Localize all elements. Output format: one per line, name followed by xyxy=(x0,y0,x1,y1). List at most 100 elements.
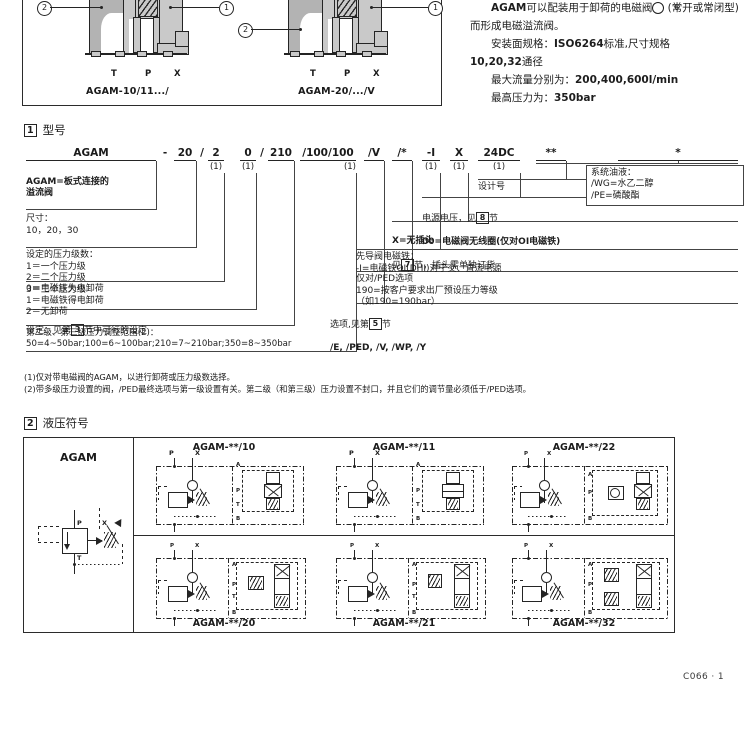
leader-seal-h xyxy=(356,303,738,305)
solenoid-valve-symbol xyxy=(266,472,280,484)
desc-ped: 仅对/PED选项 190=按客户要求出厂预设压力等级 （如190=190bar） xyxy=(356,274,498,308)
port-label-X: X xyxy=(174,69,181,79)
figure-caption-right: AGAM-20/.../V xyxy=(298,86,375,97)
leader-options-h xyxy=(356,271,738,273)
leader-agam-h xyxy=(26,209,157,211)
desc-voltage-a: 电源电压，见 xyxy=(422,213,477,224)
port-label-X: X xyxy=(373,69,380,79)
desc-agam-text: AGAM=板式连接的 溢流阀 xyxy=(26,176,109,199)
label-X: X xyxy=(546,451,552,457)
leader-fluid-h xyxy=(536,163,738,165)
label-B: B xyxy=(232,610,237,616)
label-B: B xyxy=(236,516,241,522)
footnote-1: (1)仅对带电磁阀的AGAM，以进行卸荷或压力级数选择。 xyxy=(24,372,235,382)
section-2-title: 液压符号 xyxy=(42,416,89,430)
model-token-seal: /V xyxy=(364,147,384,161)
model-token-pressure-stages: /100/100 xyxy=(300,147,356,161)
agam-base-symbol-panel: AGAM P T X xyxy=(24,438,134,632)
symbol-grid: AGAM-**/10 P X xyxy=(134,438,674,632)
leader-agam xyxy=(156,161,158,209)
label-T2: T xyxy=(236,502,240,508)
symbol-caption-agam-22: AGAM-**/22 xyxy=(552,442,616,453)
section-ref-3: 3 xyxy=(71,323,85,336)
schematic-agam-11: P X A P T xyxy=(335,450,486,532)
port-label-T: T xyxy=(111,69,117,79)
symbol-caption-agam-21: AGAM-**/21 xyxy=(372,618,436,629)
symbol-cell-agam-20: AGAM-**/20 P X xyxy=(134,536,314,633)
label-P2: P xyxy=(587,490,593,496)
section-1-footnotes: (1)仅对带电磁阀的AGAM，以进行卸荷或压力级数选择。 (2)带多级压力设置的… xyxy=(24,372,739,395)
desc-stages: 设定的压力级数： 1＝一个压力级 2＝二个压力级 3＝三个压力级 xyxy=(26,250,99,295)
model-token-dash: - xyxy=(162,147,168,159)
schematic-agam-22: P X A P B xyxy=(511,451,672,532)
leader-stages-h xyxy=(26,281,225,283)
relief-valve-body xyxy=(62,528,88,554)
label-X: X xyxy=(374,543,380,549)
intro-p3-a: 最大流量分别为： xyxy=(491,74,575,86)
valve-figure-right: 2 1 T P X AGAM-20/.../V xyxy=(232,0,443,105)
leader-options xyxy=(412,161,414,271)
section-ref-5: 5 xyxy=(368,317,382,330)
section-ref-8: 8 xyxy=(476,211,490,224)
intro-p2-d: 10,20,32 xyxy=(470,56,522,68)
leader-size-h xyxy=(26,247,197,249)
symbol-cell-agam-32: AGAM-**/32 P X xyxy=(494,536,674,633)
symbol-cell-agam-21: AGAM-**/21 P X xyxy=(314,536,494,633)
leader-unload xyxy=(256,173,258,309)
label-B: B xyxy=(587,610,593,616)
label-A: A xyxy=(587,562,593,568)
label-X: X xyxy=(195,543,200,549)
label-A: A xyxy=(415,462,421,468)
label-P2: P xyxy=(236,488,241,494)
desc-plug-a: X=无插头 xyxy=(392,235,434,246)
model-note-pressure-stages: (1) xyxy=(343,162,356,172)
model-token-stages: 2 xyxy=(208,147,224,161)
section-ref-7: 7 xyxy=(401,258,415,271)
intro-p4-a: 最高压力为： xyxy=(491,92,554,104)
label-A: A xyxy=(236,462,241,468)
leader-voltage-h xyxy=(422,197,738,199)
label-P: P xyxy=(349,543,355,549)
intro-p3-b: 200,400,600l/min xyxy=(575,74,679,86)
valve-cross-section-right xyxy=(270,0,400,73)
schematic-agam-21: P X A P T xyxy=(335,543,488,626)
label-P2: P xyxy=(411,582,417,588)
desc-design-number: 设计号 xyxy=(478,182,506,192)
label-T-base: T xyxy=(77,554,82,562)
intro-text-block: 对于这件选项的/E,/Q板欲值多见第 10 节。 AGAM可以配装用于卸荷的电磁… xyxy=(470,0,740,107)
model-token-size: 20 xyxy=(174,147,196,161)
section-2-number: 2 xyxy=(24,416,37,430)
label-B: B xyxy=(415,516,421,522)
leader-pilot-h xyxy=(356,249,738,251)
agam-base-schematic: P T X xyxy=(36,508,125,578)
label-X: X xyxy=(548,543,554,549)
desc-setting-b: 节中可行的设定 xyxy=(84,325,148,336)
desc-unload: 0＝电磁铁失电卸荷 1＝电磁铁得电卸荷 2＝无卸荷 xyxy=(26,284,104,318)
label-X-base: X xyxy=(102,519,108,527)
desc-voltage-c: 00=电磁阀无线圈(仅对OI电磁铁) xyxy=(422,236,561,247)
page-footer: C066 · 1 xyxy=(683,672,724,682)
directional-valve-symbol xyxy=(274,564,290,608)
top-figure-box: 2 1 T P X AGAM-10/11.../ xyxy=(22,0,443,106)
model-note-pilot-solenoid: (1) xyxy=(424,162,438,172)
desc-voltage-b: 节 xyxy=(489,213,499,224)
label-B: B xyxy=(411,610,417,616)
model-token-options: /* xyxy=(392,147,412,161)
label-P2: P xyxy=(587,582,593,588)
intro-paragraph-3: 最大流量分别为：200,400,600l/min xyxy=(470,71,740,89)
leader-pilot xyxy=(440,173,442,249)
leader-fluid xyxy=(678,161,680,163)
leader-seal xyxy=(384,161,386,303)
section-2-header: 2 液压符号 xyxy=(24,415,89,431)
leader-pressure-stages-h xyxy=(26,351,357,353)
label-P2: P xyxy=(232,582,237,588)
label-P-base: P xyxy=(77,519,82,527)
leader-design xyxy=(566,161,568,179)
valve-cross-section-left xyxy=(71,0,201,73)
section-1-header: 1 型号 xyxy=(24,122,66,138)
desc-plug-b: 见 xyxy=(392,260,402,271)
model-note-stages: (1) xyxy=(209,162,223,172)
